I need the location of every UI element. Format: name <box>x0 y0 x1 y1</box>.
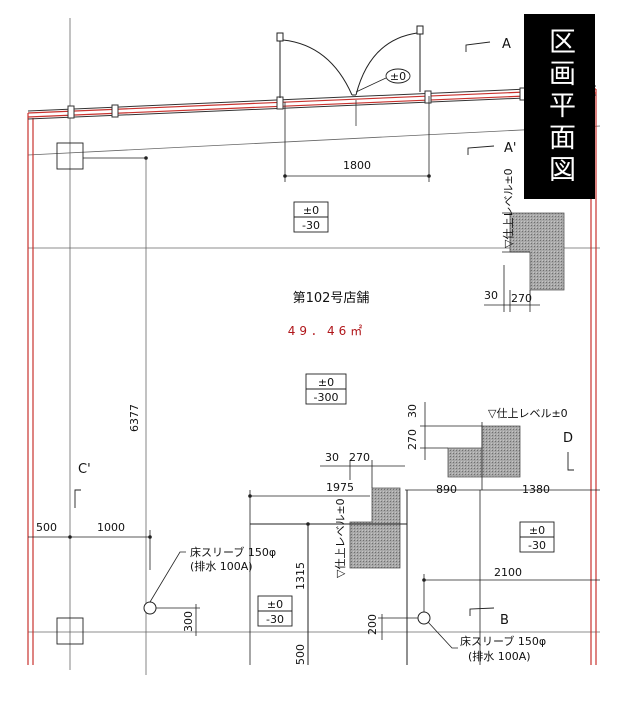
column-markers <box>56 142 84 645</box>
dimension-2100: 2100 <box>494 566 522 579</box>
svg-text:±0: ±0 <box>529 524 545 537</box>
svg-text:±0: ±0 <box>267 598 283 611</box>
dimension-1000: 1000 <box>97 521 125 534</box>
dimension-6377: 6377 <box>128 404 141 432</box>
dimension-30-middle: 30 <box>406 404 419 418</box>
dim-1800 <box>284 96 430 182</box>
svg-text:-30: -30 <box>266 613 284 626</box>
sleeve-left-line1: 床スリーブ 150φ <box>190 545 276 559</box>
door-level-tag: ±0 <box>355 68 411 93</box>
step-hatch-top-right <box>509 212 565 291</box>
door-level-label: ±0 <box>390 70 406 83</box>
finish-level-bottom: ▽仕上レベル±0 <box>334 498 347 578</box>
step-hatch-bottom-center <box>349 487 401 569</box>
svg-text:A': A' <box>504 141 516 156</box>
svg-text:-300: -300 <box>314 391 339 404</box>
dimension-1315: 1315 <box>294 562 307 590</box>
dimension-270-middle: 270 <box>406 429 419 450</box>
room-name: 第102号店舗 <box>293 291 370 306</box>
front-wall <box>27 85 597 120</box>
drawing-title-box: 区画平面図 <box>524 14 595 199</box>
sleeve-left-line2: (排水 100A) <box>190 559 253 573</box>
dimension-270-top: 270 <box>511 292 532 305</box>
section-marker-c-prime: C' <box>78 462 91 477</box>
dimension-30-bottom: 30 <box>325 451 339 464</box>
floor-sleeve-right: 床スリーブ 150φ (排水 100A) 200 <box>366 611 546 663</box>
step-hatch-middle-right <box>447 425 521 478</box>
sleeve-right-line2: (排水 100A) <box>468 649 531 663</box>
drawing-title: 区画平面図 <box>544 26 575 187</box>
svg-text:±0: ±0 <box>318 376 334 389</box>
dimension-1800: 1800 <box>343 159 371 172</box>
level-box-top: ±0 -30 <box>293 201 329 233</box>
level-box-center: ±0 -300 <box>305 373 347 405</box>
finish-level-middle: ▽仕上レベル±0 <box>488 407 568 420</box>
svg-text:-30: -30 <box>528 539 546 552</box>
section-marker-b: B <box>469 607 509 628</box>
section-marker-d: D <box>563 431 573 446</box>
dimension-500-left: 500 <box>36 521 57 534</box>
grid-lines <box>27 18 601 675</box>
svg-text:-30: -30 <box>302 219 320 232</box>
dim-1975 <box>249 490 370 665</box>
sleeve-right-line1: 床スリーブ 150φ <box>460 634 546 648</box>
dimension-890: 890 <box>436 483 457 496</box>
finish-level-top: ▽仕上レベル±0 <box>502 168 515 248</box>
section-marker-a: A <box>465 37 511 52</box>
dim-2100 <box>423 574 600 612</box>
inner-room <box>250 490 408 665</box>
level-box-bottom: ±0 -30 <box>257 595 293 627</box>
level-box-right: ±0 -30 <box>519 521 555 553</box>
dimension-1975: 1975 <box>326 481 354 494</box>
svg-text:B: B <box>500 613 509 628</box>
dimension-270-bottom: 270 <box>349 451 370 464</box>
dimension-1380: 1380 <box>522 483 550 496</box>
dimension-200: 200 <box>366 614 379 635</box>
dimension-300: 300 <box>182 611 195 632</box>
entrance-door <box>276 25 424 98</box>
dim-500-1000 <box>28 530 151 570</box>
room-area: 49．46㎡ <box>288 324 367 338</box>
svg-text:±0: ±0 <box>303 204 319 217</box>
section-marker-a-prime: A' <box>467 141 516 156</box>
svg-text:A: A <box>502 37 511 52</box>
dimension-500-bottom: 500 <box>294 644 307 665</box>
dimension-30-top: 30 <box>484 289 498 302</box>
floor-sleeve-left: 床スリーブ 150φ (排水 100A) 300 <box>143 545 276 636</box>
